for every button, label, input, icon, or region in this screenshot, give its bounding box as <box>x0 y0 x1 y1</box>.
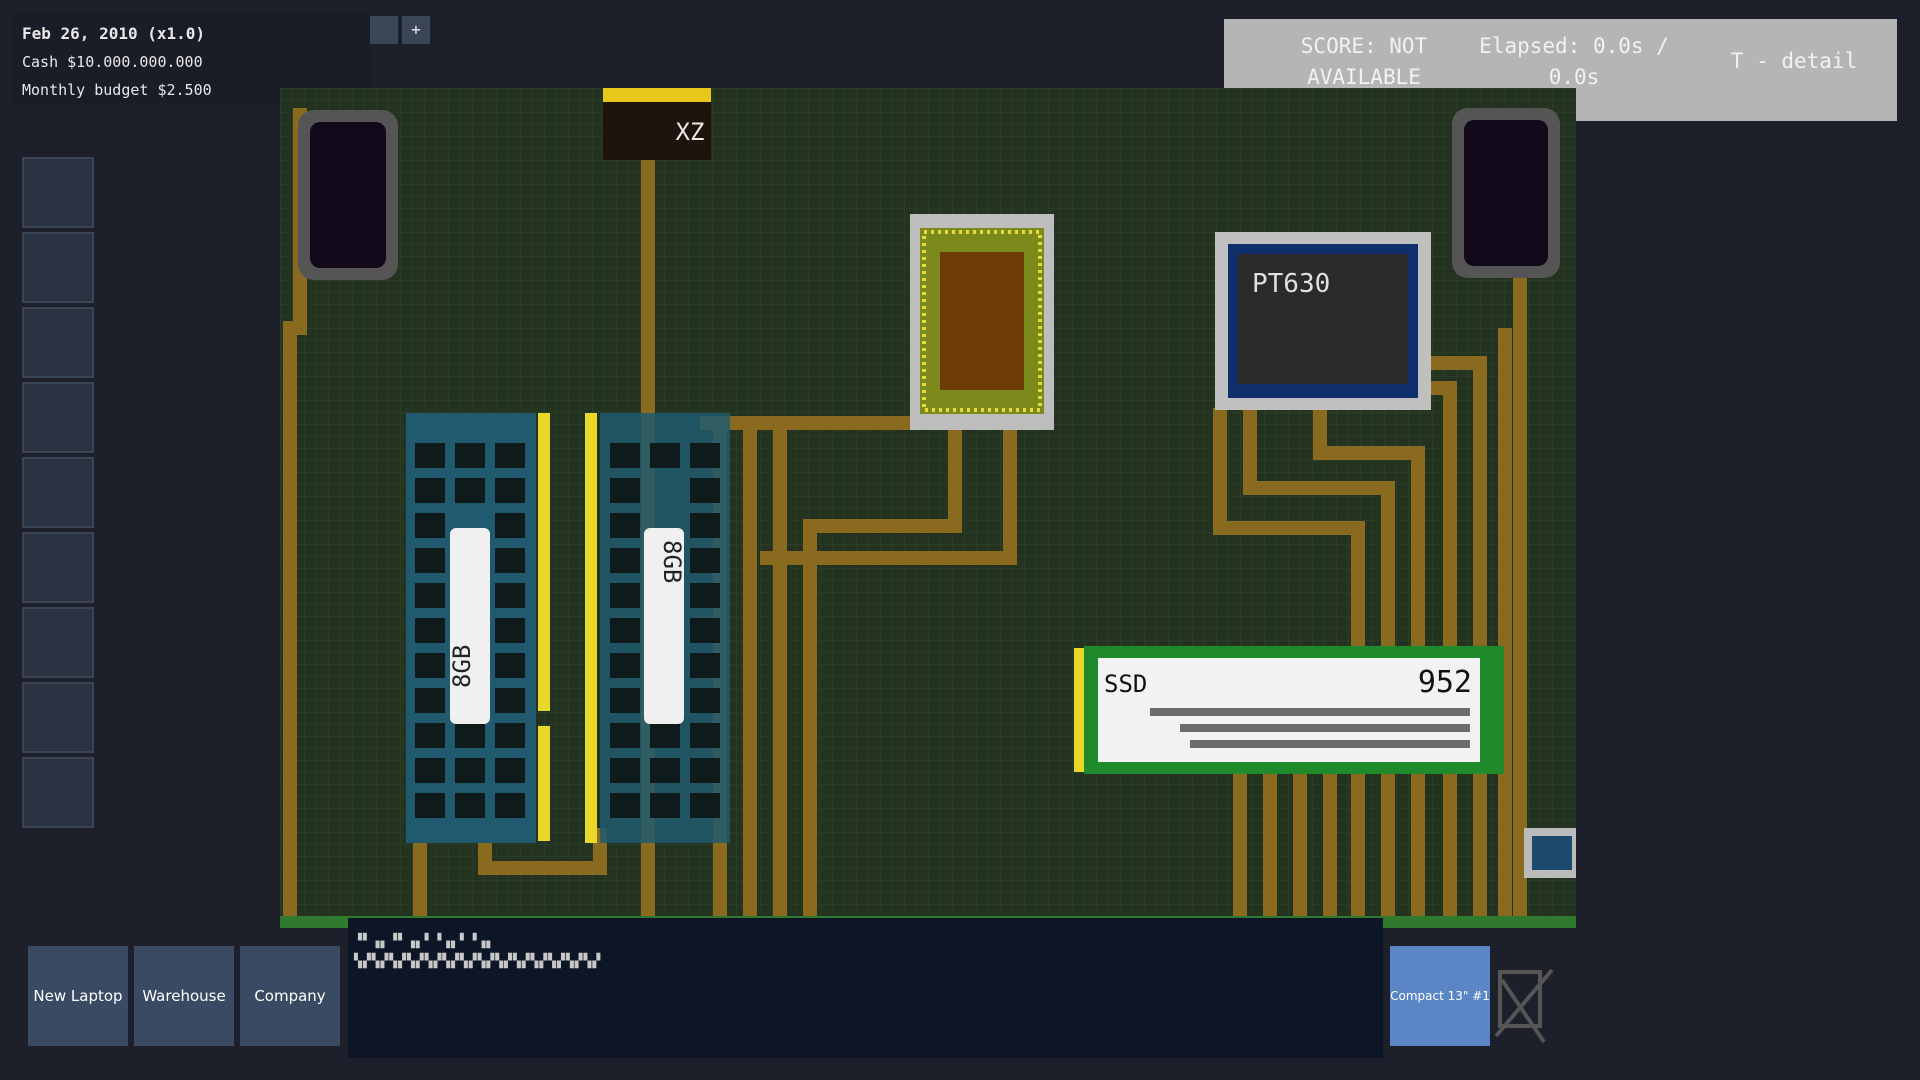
tool-slot[interactable] <box>22 457 94 528</box>
elapsed-text: Elapsed: 0.0s / 0.0s <box>1479 34 1669 89</box>
motherboard[interactable]: XZ PT630 <box>280 88 1576 928</box>
chip-label: XZ <box>676 118 705 146</box>
zoom-out-button[interactable] <box>370 16 398 44</box>
ram-slot[interactable]: 8GB <box>585 413 730 843</box>
tool-slot[interactable] <box>22 382 94 453</box>
tool-slot[interactable] <box>22 682 94 753</box>
cpu-component[interactable] <box>910 214 1054 430</box>
ssd-right-label: 952 <box>1418 665 1472 700</box>
tool-slot[interactable] <box>22 232 94 303</box>
ram-right-label: 8GB <box>658 540 686 583</box>
ssd-left-label: SSD <box>1104 670 1147 698</box>
log-line: ▝▘▗▖▝▘▗▖▘▝▗▖▘▝▗▖ <box>354 934 496 949</box>
score-text: SCORE: NOT AVAILABLE <box>1300 34 1428 89</box>
tool-slot[interactable] <box>22 757 94 828</box>
tool-slot[interactable] <box>22 532 94 603</box>
crossed-out-icon <box>1494 968 1554 1044</box>
ram-left-label: 8GB <box>448 645 476 688</box>
budget-display: Monthly budget $2.500 <box>22 81 212 99</box>
tool-slot[interactable] <box>22 157 94 228</box>
gpu-component[interactable]: PT630 <box>1215 232 1431 410</box>
warehouse-button[interactable]: Warehouse <box>134 946 234 1046</box>
company-button[interactable]: Company <box>240 946 340 1046</box>
laptop-tab-compact-13[interactable]: Compact 13" #1 <box>1390 946 1490 1046</box>
remove-laptop-button[interactable] <box>1494 966 1554 1046</box>
chip-component[interactable]: XZ <box>603 88 711 160</box>
log-line: ▚▞▚▞▚▞▚▞▚▞▚▞▚▞▚▞▚▞▚▞▚▞▚▞▚▞▚▞ <box>354 954 602 969</box>
gpu-label: PT630 <box>1252 269 1330 299</box>
zoom-in-button[interactable]: + <box>402 16 430 44</box>
mounting-hole <box>1452 108 1560 278</box>
new-laptop-button[interactable]: New Laptop <box>28 946 128 1046</box>
message-log: ▝▘▗▖▝▘▗▖▘▝▗▖▘▝▗▖ ▚▞▚▞▚▞▚▞▚▞▚▞▚▞▚▞▚▞▚▞▚▞▚… <box>348 918 1383 1058</box>
tool-slot[interactable] <box>22 607 94 678</box>
port-connector[interactable] <box>1524 828 1576 878</box>
ssd-component[interactable]: SSD 952 <box>1074 646 1504 774</box>
hud-info-panel: Feb 26, 2010 (x1.0) Cash $10.000.000.000… <box>12 12 372 104</box>
component-toolbar <box>22 157 98 832</box>
detail-hint: T - detail <box>1730 49 1858 73</box>
date-display: Feb 26, 2010 (x1.0) <box>22 24 206 43</box>
mounting-hole <box>298 110 398 280</box>
ram-slot[interactable]: 8GB <box>406 413 550 843</box>
cash-display: Cash $10.000.000.000 <box>22 53 203 71</box>
tool-slot[interactable] <box>22 307 94 378</box>
